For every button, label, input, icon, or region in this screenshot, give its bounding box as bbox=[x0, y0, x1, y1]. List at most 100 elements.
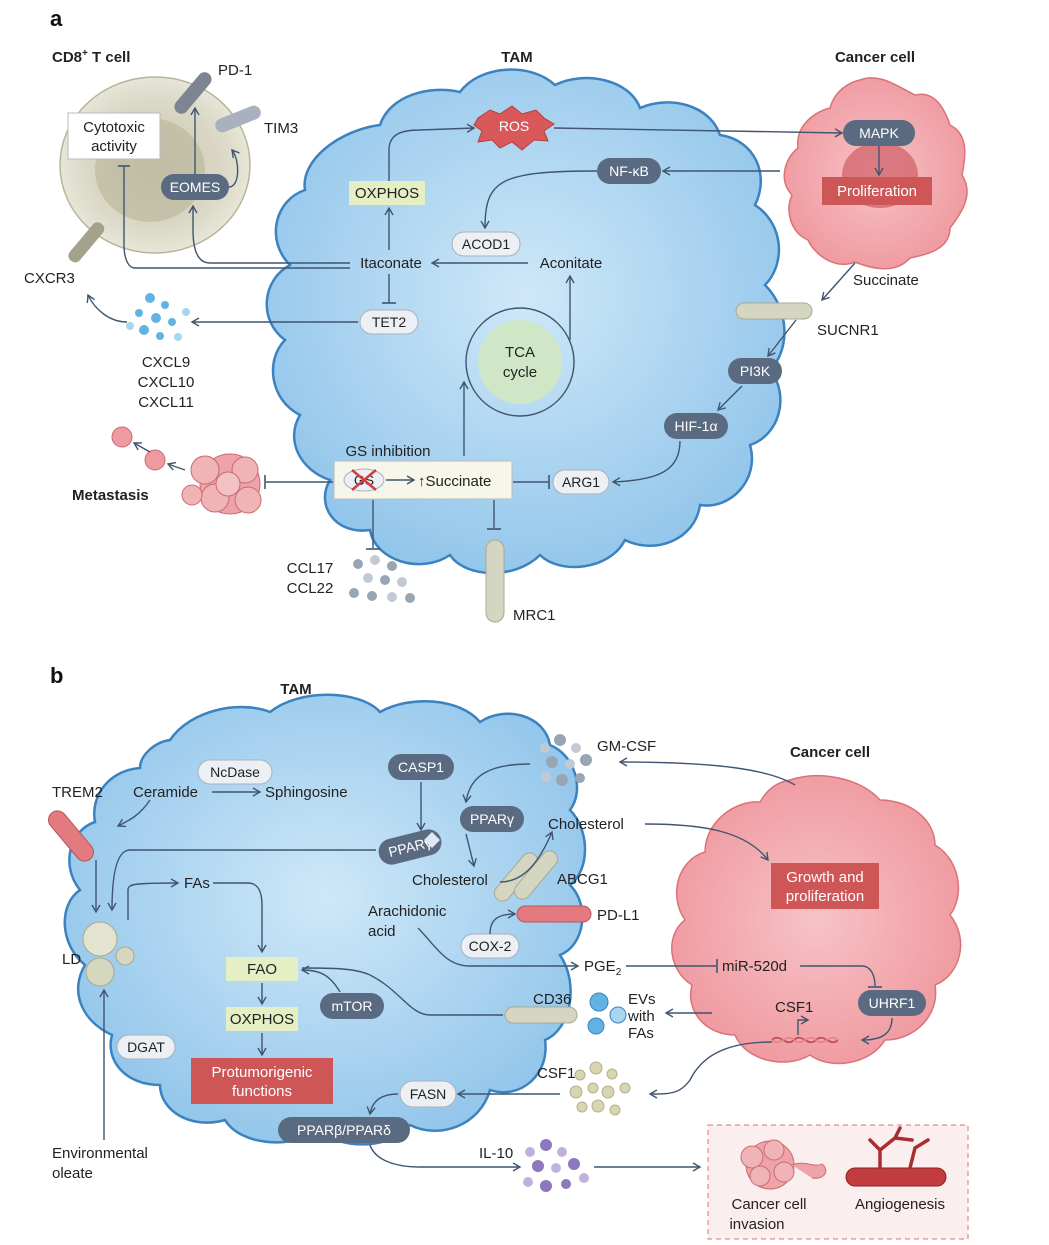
fao-box bbox=[226, 957, 298, 981]
arrow-ros-mapk bbox=[553, 127, 844, 138]
arrow-cxcl-cxcr3 bbox=[86, 293, 128, 323]
ppard-label: PPARβ/PPARδ bbox=[297, 1122, 391, 1138]
ccl17-label: CCL17 bbox=[287, 560, 334, 577]
cxcl11-label: CXCL11 bbox=[138, 394, 194, 411]
arg1-label: ARG1 bbox=[562, 474, 600, 490]
itaconate-label: Itaconate bbox=[360, 255, 422, 272]
il10-label: IL-10 bbox=[479, 1145, 513, 1162]
mrc1-label: MRC1 bbox=[513, 607, 556, 624]
ld-label: LD bbox=[62, 951, 81, 968]
tam-cell-b bbox=[63, 693, 587, 1146]
env-label-2: oleate bbox=[52, 1165, 93, 1182]
abcg1-label: ABCG1 bbox=[557, 871, 608, 888]
sucnr1-label: SUCNR1 bbox=[817, 322, 879, 339]
oxphos-box-a bbox=[349, 181, 425, 205]
dna-helix-icon bbox=[771, 1036, 839, 1044]
arrow-ppard-il10 bbox=[369, 1144, 522, 1172]
tca-label-1: TCA bbox=[505, 344, 535, 361]
pdl1-label: PD-L1 bbox=[597, 907, 640, 924]
dgat-pill bbox=[116, 1034, 176, 1060]
mrc1-receptor bbox=[485, 539, 505, 623]
arachidonic-label-2: acid bbox=[368, 923, 396, 940]
arrow-cd36-fao bbox=[301, 967, 503, 1016]
fas-label: FAs bbox=[184, 875, 210, 892]
arrow-itaconate-eomes bbox=[188, 204, 350, 264]
cxcl9-label: CXCL9 bbox=[142, 354, 190, 371]
ppary-pill-a bbox=[460, 806, 524, 832]
arrow-uhrf1-dna bbox=[860, 1017, 893, 1045]
protumorigenic-box bbox=[191, 1058, 333, 1104]
csf1-dots bbox=[569, 1061, 631, 1116]
arrow-ceramide-trem2 bbox=[116, 799, 151, 828]
cancer-cell-b bbox=[671, 775, 962, 1065]
abcg1-transporter bbox=[494, 850, 558, 902]
ros-burst bbox=[473, 105, 555, 151]
arg1-pill bbox=[552, 469, 610, 495]
pdl1-receptor bbox=[516, 905, 592, 923]
ppary-pill-b bbox=[378, 829, 442, 865]
arrow-ppary-cholesterol bbox=[465, 833, 477, 868]
cancer-title-a: Cancer cell bbox=[835, 49, 915, 66]
tca-cycle-core bbox=[478, 320, 562, 404]
dgat-label: DGAT bbox=[127, 1039, 165, 1055]
ppary-label-a: PPARγ bbox=[470, 811, 514, 827]
mtor-pill bbox=[320, 993, 384, 1019]
invasion-label-1: Cancer cell bbox=[731, 1196, 806, 1213]
pge2-label: PGE2 bbox=[584, 958, 622, 978]
cxcl10-label: CXCL10 bbox=[138, 374, 195, 391]
arrow-cancer-succinate bbox=[821, 262, 856, 302]
cd36-receptor bbox=[504, 1006, 578, 1024]
arrow-mtor-fao bbox=[300, 965, 341, 993]
csf1-promoter-arrow bbox=[797, 1015, 810, 1035]
tca-cycle-ring bbox=[465, 307, 575, 417]
cytotoxic-box bbox=[67, 112, 161, 160]
cxcr3-receptor bbox=[68, 222, 105, 263]
gs-inhibition-label: GS inhibition bbox=[345, 443, 430, 460]
panel-b-label: b bbox=[50, 663, 63, 688]
cd36-label: CD36 bbox=[533, 991, 571, 1008]
evs-label-3: FAs bbox=[628, 1025, 654, 1042]
tim3-label: TIM3 bbox=[264, 120, 298, 137]
angiogenesis-vessel-icon bbox=[845, 1126, 947, 1187]
arrow-metastasis-2 bbox=[132, 442, 151, 453]
arrow-fas-fao bbox=[213, 882, 267, 954]
arrow-fasn-ppard bbox=[366, 1093, 399, 1116]
cytotoxic-label-2: activity bbox=[91, 138, 137, 155]
uhrf1-label: UHRF1 bbox=[869, 995, 916, 1011]
eomes-label: EOMES bbox=[170, 179, 221, 195]
pi3k-label: PI3K bbox=[740, 363, 771, 379]
csf1-label: CSF1 bbox=[537, 1065, 575, 1082]
tca-label-2: cycle bbox=[503, 364, 537, 381]
arrow-arachidonic-pge2 bbox=[417, 927, 580, 971]
arrow-hif-arg1 bbox=[611, 440, 681, 487]
tam-title-a: TAM bbox=[501, 49, 532, 66]
hif1a-pill bbox=[664, 413, 728, 439]
proliferation-box bbox=[822, 177, 932, 205]
nfkb-pill bbox=[597, 158, 661, 184]
inhib-mir-uhrf1 bbox=[800, 965, 876, 987]
proliferation-label: Proliferation bbox=[837, 183, 917, 200]
arrow-metastasis-1 bbox=[166, 461, 186, 471]
succinate-up-label: ↑Succinate bbox=[418, 473, 491, 490]
pd1-receptor bbox=[174, 72, 212, 114]
trem2-receptor bbox=[48, 810, 94, 862]
arrow-cholesterol-growth bbox=[644, 823, 769, 862]
inhib-itaconate-cytotoxic bbox=[123, 166, 350, 269]
tam-title-b: TAM bbox=[280, 681, 311, 698]
fasn-label: FASN bbox=[410, 1086, 447, 1102]
tet2-label: TET2 bbox=[372, 314, 406, 330]
sucnr1-receptor bbox=[735, 302, 813, 320]
eomes-pill bbox=[161, 174, 229, 200]
oxphos-box-b bbox=[226, 1007, 298, 1031]
arrow-dna-csf1 bbox=[648, 1041, 773, 1099]
mir520d-label: miR-520d bbox=[722, 958, 787, 975]
growth-label-2: proliferation bbox=[786, 888, 864, 905]
cd8-title: CD8+ T cell bbox=[52, 48, 130, 66]
pi3k-pill bbox=[728, 358, 782, 384]
arrow-gmcsf-ppary bbox=[462, 763, 531, 804]
ppary-cleavage-icon bbox=[424, 832, 440, 848]
arrow-cox2-pdl1 bbox=[489, 909, 517, 935]
gs-cross-icon bbox=[351, 469, 377, 491]
casp1-pill bbox=[388, 754, 454, 780]
